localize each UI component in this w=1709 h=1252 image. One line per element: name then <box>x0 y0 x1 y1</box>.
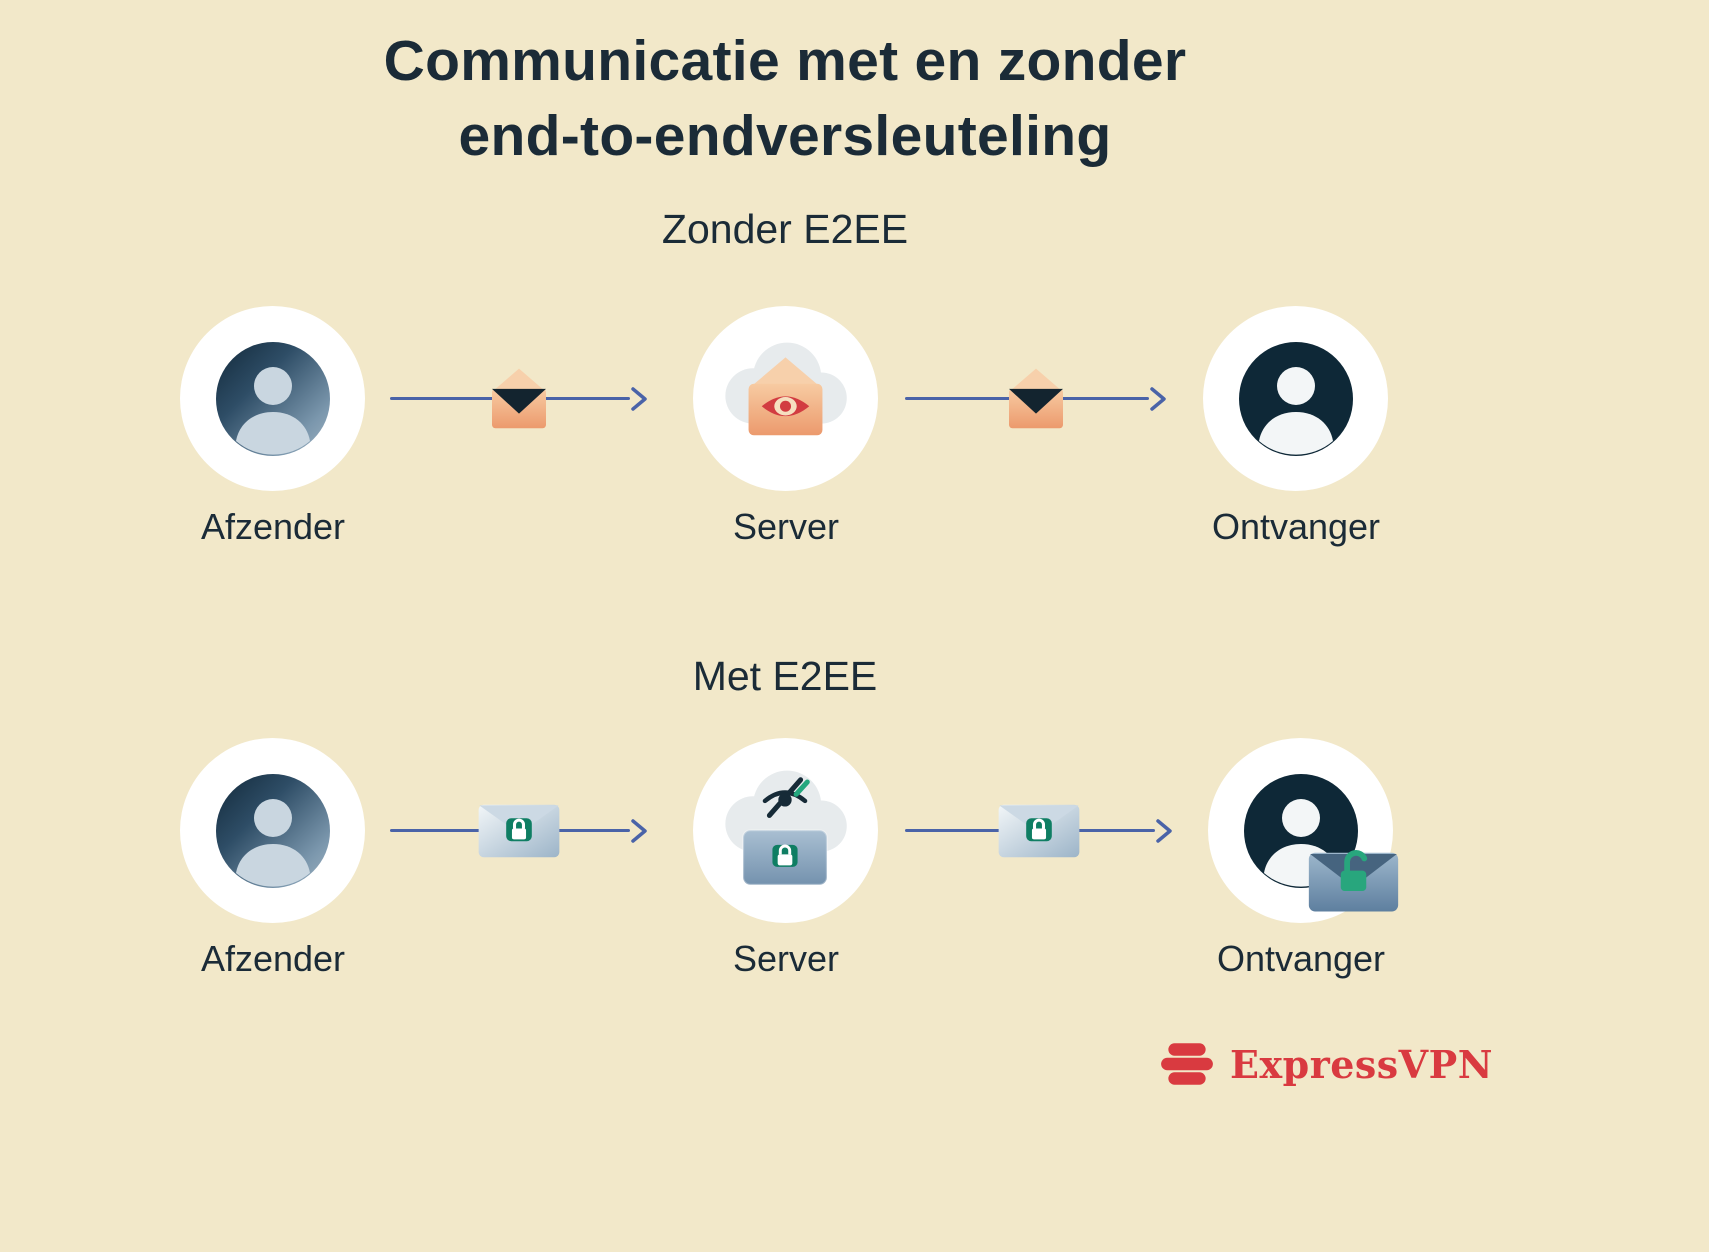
sender-node-with-e2ee: Afzender <box>180 738 365 979</box>
arrow-server-to-receiver <box>905 306 1167 491</box>
person-icon <box>235 366 310 455</box>
sender-circle <box>180 738 365 923</box>
section-heading-with-e2ee: Met E2EE <box>692 653 878 699</box>
receiver-node-with-e2ee: Ontvanger <box>1208 738 1399 979</box>
arrow-head-icon <box>1156 818 1172 843</box>
arrow-server-to-receiver <box>905 738 1173 923</box>
sender-circle <box>180 306 365 491</box>
page-title-line2: end-to-endversleuteling <box>458 104 1112 169</box>
expressvpn-logo: ExpressVPN <box>1158 1040 1493 1088</box>
receiver-avatar <box>1238 341 1353 456</box>
sender-label: Afzender <box>200 938 346 979</box>
open-envelope-icon <box>483 367 555 430</box>
receiver-circle <box>1203 306 1388 491</box>
server-label: Server <box>732 938 840 979</box>
unlocked-envelope-icon <box>1306 840 1401 914</box>
open-envelope-icon <box>1000 367 1072 430</box>
server-circle <box>693 306 878 491</box>
receiver-node-without-e2ee: Ontvanger <box>1203 306 1388 547</box>
receiver-circle <box>1208 738 1399 923</box>
server-node-with-e2ee: Server <box>693 738 878 979</box>
row-with-e2ee: Afzender <box>0 738 1709 1038</box>
locked-envelope-icon <box>998 804 1080 858</box>
arrow-head-icon <box>631 818 647 843</box>
eye-slash-icon <box>762 777 810 818</box>
arrow-sender-to-server <box>390 306 648 491</box>
server-label: Server <box>732 506 840 547</box>
person-icon <box>1258 366 1333 455</box>
sender-avatar <box>215 341 330 456</box>
page-title: Communicatie met en zonder end-to-endver… <box>0 24 1570 174</box>
sender-node-without-e2ee: Afzender <box>180 306 365 547</box>
locked-envelope-icon <box>478 804 560 858</box>
person-icon <box>235 798 310 887</box>
server-circle <box>693 738 878 923</box>
row-without-e2ee: Afzender <box>0 306 1709 606</box>
server-node-without-e2ee: Server <box>693 306 878 547</box>
arrow-head-icon <box>631 386 647 411</box>
page-title-line1: Communicatie met en zonder <box>383 29 1187 93</box>
receiver-label: Ontvanger <box>1216 938 1386 979</box>
arrow-head-icon <box>1150 386 1166 411</box>
locked-message-icon <box>742 829 828 886</box>
receiver-label: Ontvanger <box>1211 506 1381 547</box>
sender-label: Afzender <box>200 506 346 547</box>
expressvpn-logo-text: ExpressVPN <box>1230 1041 1493 1087</box>
sender-avatar <box>215 773 330 888</box>
section-heading-without-e2ee: Zonder E2EE <box>661 206 909 252</box>
expressvpn-logo-icon <box>1161 1043 1213 1085</box>
intercepted-envelope-icon <box>748 357 823 436</box>
open-lock-icon <box>1344 850 1368 874</box>
arrow-sender-to-server <box>390 738 648 923</box>
